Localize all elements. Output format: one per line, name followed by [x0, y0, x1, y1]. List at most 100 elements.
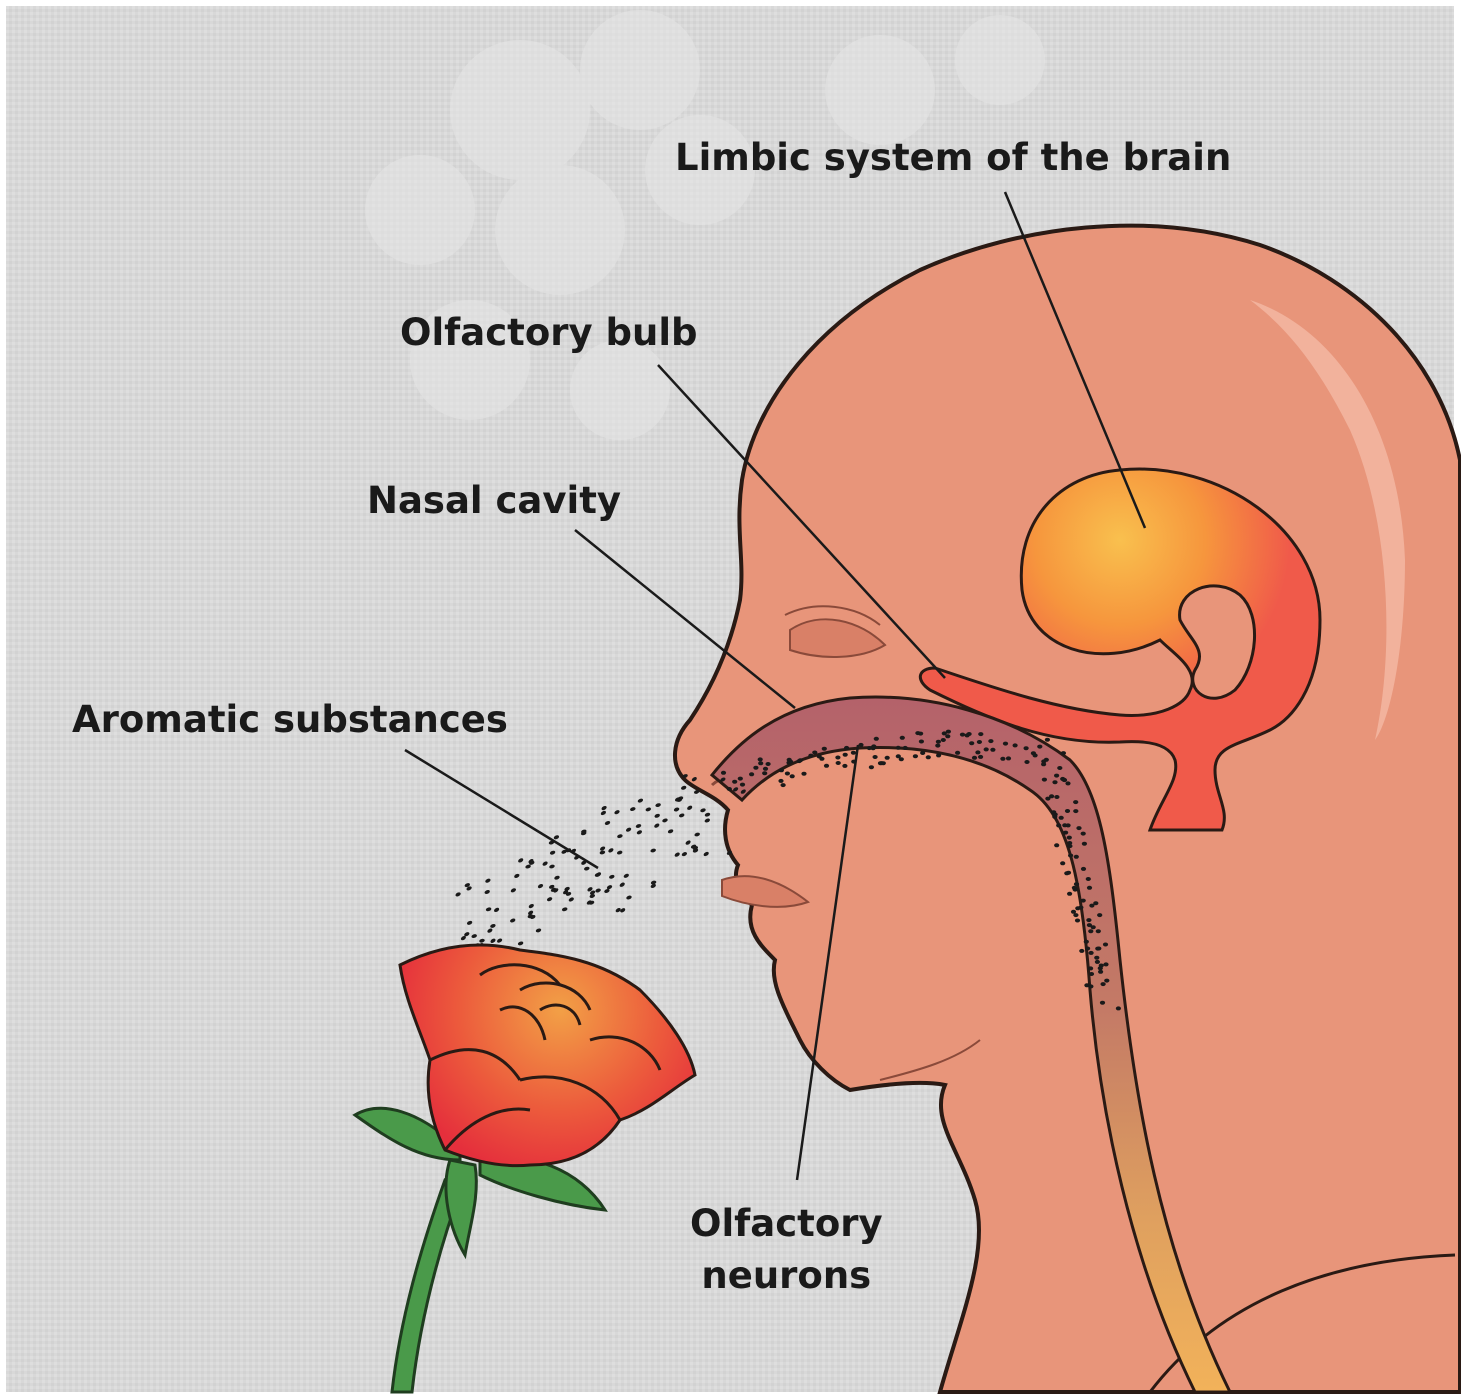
cavity-dot	[990, 748, 995, 752]
cavity-dot	[896, 746, 901, 750]
cavity-dot	[1081, 832, 1086, 836]
cavity-dot	[972, 756, 977, 760]
cavity-dot	[1067, 841, 1072, 845]
cavity-dot	[1062, 823, 1067, 827]
cavity-dot	[1103, 943, 1108, 947]
cavity-dot	[1100, 1001, 1105, 1005]
cavity-dot	[941, 738, 946, 742]
cavity-dot	[1087, 886, 1092, 890]
cavity-dot	[1068, 854, 1073, 858]
cavity-dot	[835, 756, 840, 760]
cavity-dot	[984, 747, 989, 751]
cavity-dot	[808, 754, 813, 758]
cavity-dot	[721, 771, 726, 775]
label-olfactory-neurons: Olfactory neurons	[690, 1198, 883, 1302]
cavity-dot	[785, 772, 790, 776]
cavity-dot	[1088, 966, 1093, 970]
cavity-dot	[960, 733, 965, 737]
cavity-dot	[1074, 855, 1079, 859]
cavity-dot	[978, 732, 983, 736]
cavity-dot	[1086, 877, 1091, 881]
cavity-dot	[1104, 979, 1109, 983]
cavity-dot	[1075, 919, 1080, 923]
cavity-dot	[936, 740, 941, 744]
cavity-dot	[1044, 758, 1049, 762]
cavity-dot	[778, 779, 783, 783]
cavity-dot	[977, 740, 982, 744]
cavity-dot	[836, 761, 841, 765]
cavity-dot	[824, 764, 829, 768]
cavity-dot	[727, 787, 732, 791]
cavity-dot	[1094, 956, 1099, 960]
cavity-dot	[781, 783, 786, 787]
cavity-dot	[1062, 778, 1067, 782]
cavity-dot	[844, 746, 849, 750]
cavity-dot	[1057, 766, 1062, 770]
cavity-dot	[1054, 795, 1059, 799]
cavity-dot	[822, 747, 827, 751]
cavity-dot	[903, 746, 908, 750]
label-aromatic-substances: Aromatic substances	[72, 698, 508, 742]
cavity-dot	[779, 768, 784, 772]
cavity-dot	[1054, 843, 1059, 847]
cavity-dot	[1082, 842, 1087, 846]
cavity-dot	[1073, 913, 1078, 917]
cavity-dot	[1013, 743, 1018, 747]
cavity-dot	[1095, 947, 1100, 951]
cavity-dot	[896, 754, 901, 758]
cavity-dot	[1086, 918, 1091, 922]
cavity-dot	[1081, 867, 1086, 871]
cavity-dot	[1045, 797, 1050, 801]
label-olfactory-neurons-line1: Olfactory	[690, 1198, 883, 1250]
cavity-dot	[1095, 960, 1100, 964]
cavity-dot	[1006, 756, 1011, 760]
cavity-dot	[1089, 904, 1094, 908]
cavity-dot	[1098, 970, 1103, 974]
cavity-dot	[955, 751, 960, 755]
cavity-dot	[946, 730, 951, 734]
cavity-dot	[753, 766, 758, 770]
cavity-dot	[851, 751, 856, 755]
label-olfactory-neurons-line2: neurons	[690, 1250, 883, 1302]
cavity-dot	[1067, 836, 1072, 840]
cavity-dot	[869, 765, 874, 769]
cavity-dot	[871, 744, 876, 748]
cavity-dot	[926, 755, 931, 759]
cavity-dot	[1101, 982, 1106, 986]
cavity-dot	[1024, 760, 1029, 764]
cavity-dot	[801, 772, 806, 776]
cavity-dot	[843, 753, 848, 757]
cavity-dot	[762, 771, 767, 775]
cavity-dot	[732, 780, 737, 784]
cavity-dot	[975, 750, 980, 754]
cavity-dot	[1037, 745, 1042, 749]
cavity-dot	[1116, 1006, 1121, 1010]
cavity-dot	[1054, 774, 1059, 778]
cavity-dot	[1056, 823, 1061, 827]
cavity-dot	[1052, 780, 1057, 784]
cavity-dot	[1067, 892, 1072, 896]
cavity-dot	[1033, 753, 1038, 757]
cavity-dot	[900, 736, 905, 740]
cavity-dot	[1098, 966, 1103, 970]
cavity-dot	[881, 761, 886, 765]
cavity-dot	[1059, 816, 1064, 820]
cavity-dot	[1061, 751, 1066, 755]
cavity-dot	[1003, 742, 1008, 746]
cavity-dot	[758, 761, 763, 765]
cavity-dot	[1073, 809, 1078, 813]
cavity-dot	[812, 751, 817, 755]
cavity-dot	[766, 762, 771, 766]
cavity-dot	[978, 755, 983, 759]
cavity-dot	[967, 732, 972, 736]
cavity-dot	[885, 756, 890, 760]
cavity-dot	[738, 777, 743, 781]
cavity-dot	[1103, 962, 1108, 966]
cavity-dot	[1088, 984, 1093, 988]
cavity-dot	[1096, 929, 1101, 933]
cavity-dot	[817, 754, 822, 758]
cavity-dot	[1065, 809, 1070, 813]
cavity-dot	[1052, 815, 1057, 819]
cavity-dot	[919, 740, 924, 744]
label-limbic-system: Limbic system of the brain	[675, 136, 1231, 180]
